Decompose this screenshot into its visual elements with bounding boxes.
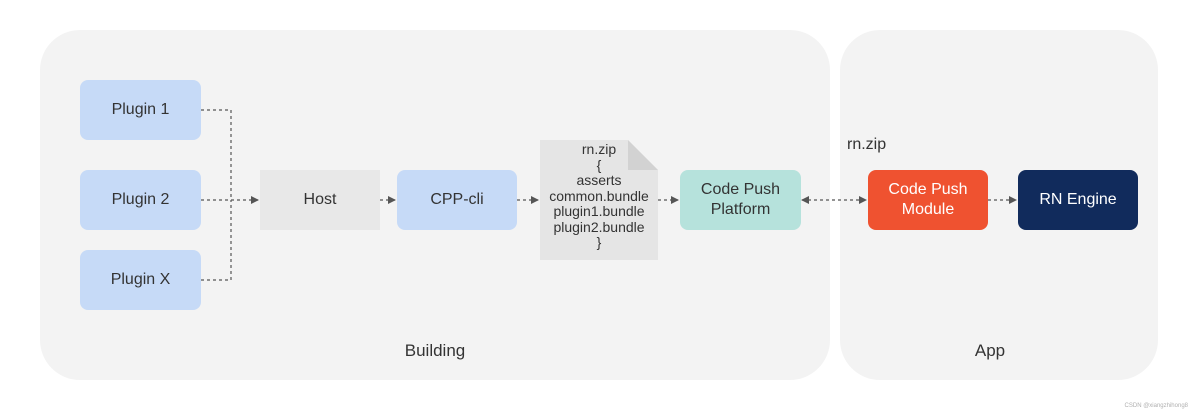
cpp-cli-box: CPP-cli (397, 170, 517, 230)
plugin-2-box: Plugin 2 (80, 170, 201, 230)
plugin1-connector (201, 109, 232, 200)
document-contents: rn.zip { asserts common.bundle plugin1.b… (540, 141, 658, 251)
building-label: Building (404, 341, 466, 360)
code-push-platform-box: Code Push Platform (680, 170, 801, 230)
doc-line: { (596, 156, 602, 173)
rn-zip-label: rn.zip (847, 136, 887, 153)
rn-zip-document: rn.zip { asserts common.bundle plugin1.b… (540, 140, 658, 260)
watermark: CSDN @xiangzhihong8 (1124, 403, 1188, 409)
doc-line: plugin1.bundle (553, 203, 645, 219)
doc-line: asserts (576, 172, 622, 188)
app-label: App (974, 341, 1006, 360)
code-push-module-box: Code Push Module (868, 170, 988, 230)
plugin-x-box: Plugin X (80, 250, 201, 310)
doc-line: plugin2.bundle (553, 218, 645, 235)
doc-line: rn.zip (581, 141, 617, 157)
document-shape (540, 140, 658, 260)
doc-line: } (596, 234, 602, 250)
pluginx-connector (201, 200, 232, 281)
host-box: Host (260, 170, 380, 230)
plugin-1-box: Plugin 1 (80, 80, 201, 140)
doc-line: common.bundle (549, 187, 649, 204)
rn-engine-box: RN Engine (1018, 170, 1138, 230)
